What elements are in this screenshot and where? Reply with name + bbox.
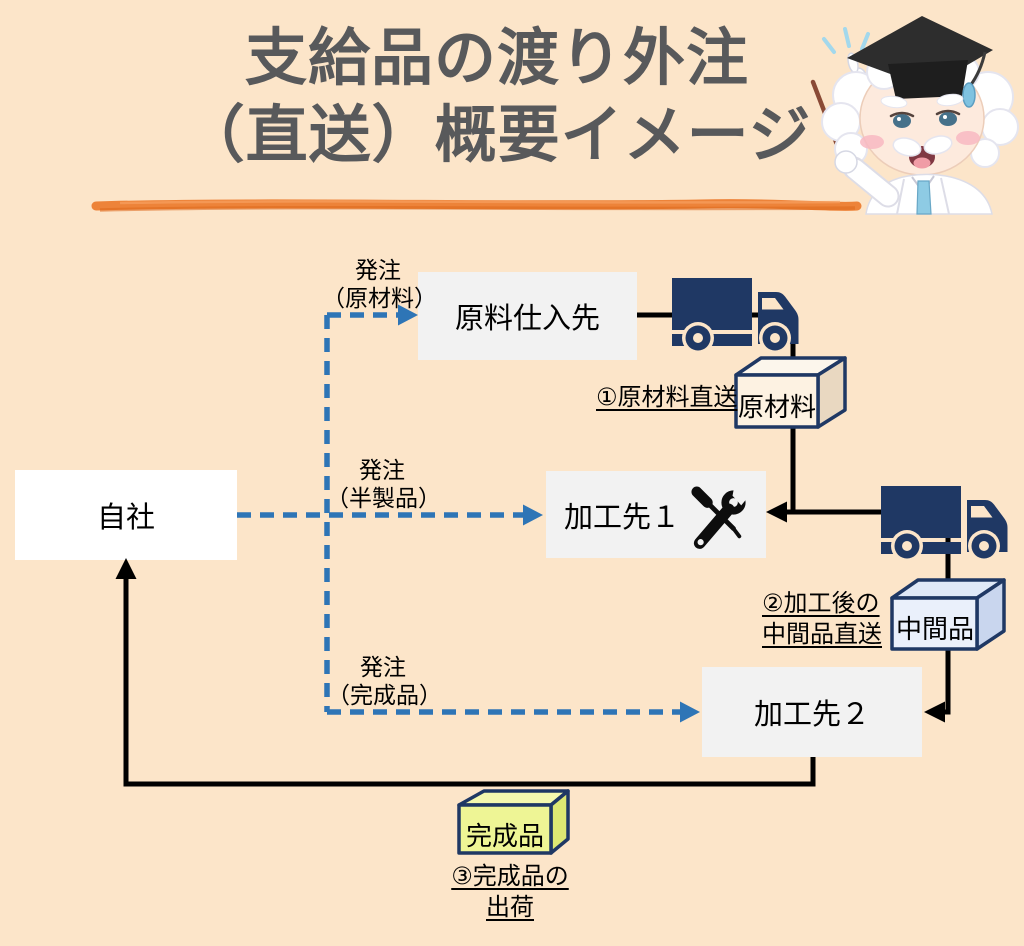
order-label-raw-material: 発注 （原材料） [322,256,437,312]
order-label-finished-line1: 発注 [360,654,406,680]
note-direct-raw-shipment: ①原材料直送 [596,384,738,411]
order-label-raw-line1: 発注 [355,257,401,283]
note-intermediate-line1: ②加工後の [762,590,880,617]
arrowhead-into-processor1 [766,501,787,523]
page-title-line-1: 支給品の渡り外注 [244,24,749,93]
node-raw-supplier: 原料仕入先 [418,272,637,360]
node-own-company-label: 自社 [96,502,155,534]
arrowhead-into-processor2 [924,701,945,723]
note-finished-goods-shipment: ③完成品の 出荷 [440,861,580,923]
screwdriver-wrench-icon [691,484,748,549]
order-label-semi-finished: 発注 （半製品） [326,456,441,512]
node-own-company: 自社 [15,470,237,560]
tie [916,180,932,215]
node-processor-2: 加工先２ [702,667,922,757]
order-label-finished-line2: （完成品） [327,682,442,708]
order-label-semi-line2: （半製品） [326,485,441,511]
order-arrowhead-processor1 [523,504,543,526]
order-label-finished: 発注 （完成品） [327,653,442,709]
node-raw-supplier-label: 原料仕入先 [454,303,600,335]
page-title: 支給品の渡り外注 （直送）概要イメージ [0,20,994,174]
note-finished-line1: ③完成品の [451,863,569,890]
product-raw-material-label: 原材料 [738,392,817,422]
lab-coat [865,173,993,215]
note-intermediate-line2: 中間品直送 [762,621,882,648]
product-intermediate-label: 中間品 [895,614,974,644]
truck-icon-raw-delivery [672,278,799,354]
truck-icon-intermediate-delivery [881,486,1008,562]
node-processor-2-label: 加工先２ [753,699,870,731]
order-label-semi-line1: 発注 [359,457,405,483]
node-processor-1-label: 加工先１ [563,501,680,534]
note-direct-intermediate-shipment: ②加工後の 中間品直送 [762,588,882,650]
arrowhead-into-own-company [115,558,137,579]
order-label-raw-line2: （原材料） [322,285,437,311]
note-finished-line2: 出荷 [486,894,534,921]
order-arrowhead-processor2 [680,701,700,723]
product-finished-label: 完成品 [465,821,544,851]
title-underline-scribble [91,199,862,212]
page-title-line-2: （直送）概要イメージ [182,101,812,170]
node-processor-1: 加工先１ [546,471,766,558]
